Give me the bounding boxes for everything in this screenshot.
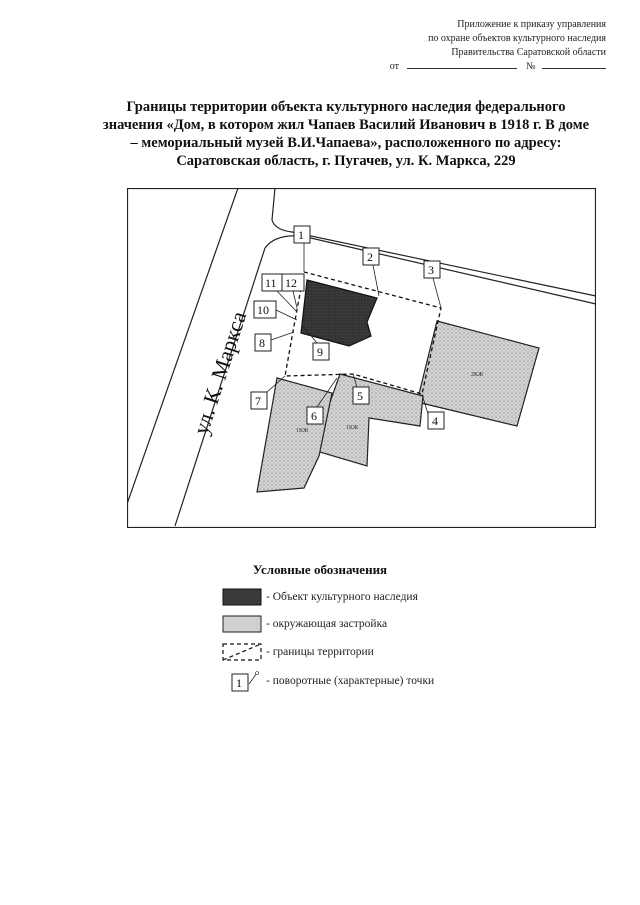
svg-text:6: 6 [311, 409, 317, 423]
legend-surrounding-text: - окружающая застройка [266, 618, 388, 630]
legend-surrounding-swatch [222, 615, 262, 633]
annex-line-4: от № [346, 60, 606, 74]
annex-header: Приложение к приказу управления по охран… [346, 18, 606, 74]
side-street-lower [301, 235, 596, 305]
svg-text:2: 2 [367, 250, 373, 264]
heritage-object-building [300, 279, 378, 347]
turning-point-10: 10 [253, 300, 298, 321]
legend-item-points: 1 - поворотные (характерные) точки [230, 670, 434, 692]
svg-text:11: 11 [265, 276, 277, 290]
legend-item-heritage: - Объект культурного наследия [222, 586, 418, 608]
title-line-2: значения «Дом, в котором жил Чапаев Васи… [102, 117, 590, 133]
annex-line-2: по охране объектов культурного наследия [428, 33, 606, 44]
svg-text:10: 10 [257, 303, 269, 317]
title-line-3: – мемориальный музей В.И.Чапаева», распо… [130, 135, 562, 151]
building-label-left: 1КЖ [296, 428, 309, 434]
turning-point-8: 8 [254, 331, 295, 352]
side-street-corner [271, 219, 596, 297]
svg-text:4: 4 [432, 414, 438, 428]
annex-number-blank [542, 68, 606, 69]
turning-point-12: 12 [281, 273, 305, 309]
annex-line-3: Правительства Саратовской области [451, 47, 606, 58]
legend-item-surrounding: - окружающая застройка [222, 613, 387, 635]
turning-point-9: 9 [302, 325, 330, 361]
title-line-1: Границы территории объекта культурного н… [126, 99, 566, 115]
legend-heritage-text: - Объект культурного наследия [266, 591, 418, 603]
svg-text:7: 7 [255, 394, 261, 408]
annex-line-1: Приложение к приказу управления [457, 19, 606, 30]
legend-title: Условные обозначения [252, 562, 388, 577]
svg-text:3: 3 [428, 263, 434, 277]
legend-boundary-text: - границы территории [266, 646, 374, 658]
annex-date-prefix: от [389, 61, 399, 72]
svg-text:8: 8 [259, 336, 265, 350]
turning-point-6: 6 [306, 377, 338, 425]
legend-item-boundary: - границы территории [222, 641, 374, 663]
turning-point-1: 1 [293, 225, 311, 272]
surrounding-building-right [416, 320, 540, 427]
svg-text:9: 9 [317, 345, 323, 359]
street-edge-left [127, 188, 239, 505]
legend-boundary-swatch [222, 643, 262, 661]
legend-heritage-swatch [222, 588, 262, 606]
svg-text:5: 5 [357, 389, 363, 403]
turning-points: 1 2 3 4 5 6 7 [250, 225, 445, 430]
turning-point-4: 4 [421, 393, 445, 430]
legend-point-marker: 1 [231, 671, 259, 692]
legend-points-text: - поворотные (характерные) точки [266, 675, 435, 687]
document-title: Границы территории объекта культурного н… [80, 98, 612, 170]
site-plan-map: ул. К. Маркса 1КЖ 1КЖ 2КЖ 1 2 3 4 [127, 188, 596, 528]
building-label-middle: 1КЖ [346, 425, 359, 431]
turning-point-3: 3 [423, 260, 442, 309]
svg-text:12: 12 [285, 276, 297, 290]
annex-date-blank [407, 68, 518, 69]
turning-point-2: 2 [362, 247, 380, 297]
turning-point-11: 11 [261, 273, 298, 313]
title-line-4: Саратовская область, г. Пугачев, ул. К. … [176, 153, 516, 169]
side-street-upper [271, 188, 276, 221]
turning-point-7: 7 [250, 375, 286, 410]
annex-number-sign: № [525, 61, 536, 72]
svg-text:1: 1 [298, 228, 304, 242]
svg-text:1: 1 [236, 676, 242, 690]
building-label-right: 2КЖ [471, 372, 484, 378]
street-edge-right [174, 247, 266, 527]
turning-point-5: 5 [352, 373, 370, 405]
